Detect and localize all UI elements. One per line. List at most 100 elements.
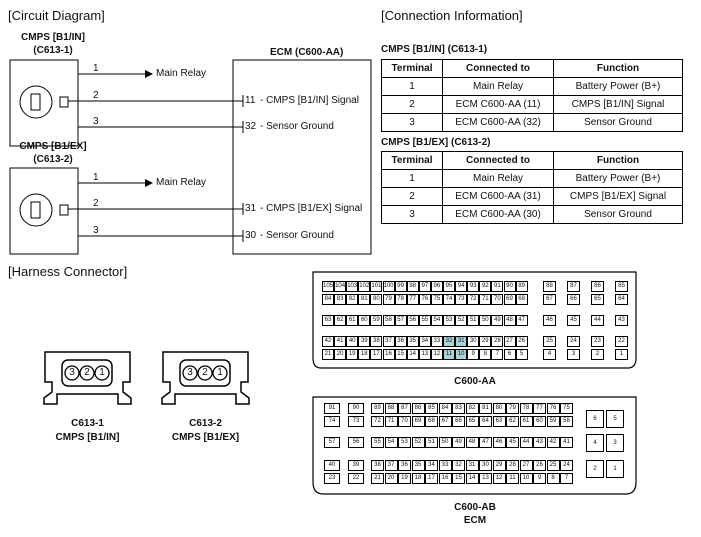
connector-pin: 77 [533,403,546,414]
connector-pin: 85 [615,281,628,292]
sensor-box-b1-in [9,59,79,147]
connector-pin: 29 [492,460,506,471]
connector-pin: 4 [543,349,556,360]
c613-1-name: C613-1 [71,418,104,429]
connector-pin: 73 [455,294,468,305]
sensor-symbol-top [19,85,53,119]
connector-pin: 46 [543,315,556,326]
connector-pin: 48 [503,315,516,326]
connector-pin: 63 [322,315,334,326]
c600-ab-label: C600-AB [454,502,496,513]
connection-table-b1-ex: Terminal Connected to Function 1 Main Re… [381,151,683,224]
connector-pin: 12 [492,473,506,484]
connector-pin: 53 [398,437,411,448]
connector-pin: 27 [519,460,533,471]
connector-pin: 67 [543,294,556,305]
connector-pin: 17 [425,473,438,484]
sensor-title-b1-in: CMPS [B1/IN] [21,32,85,43]
connector-pin: 27 [503,336,516,347]
connector-pin: 38 [370,336,383,347]
connector-pin: 14 [406,349,419,360]
connector-pin: 104 [334,281,347,292]
connector-pin: 4 [586,434,604,452]
connector-pin: 47 [515,315,528,326]
connector-pin: 91 [491,281,504,292]
connector-pin: 44 [591,315,604,326]
wire-bottom-pin-2: 2 [93,198,99,209]
c613-1-pin-2: 2 [84,367,90,378]
connector-pin: 20 [334,349,347,360]
connector-pin: 90 [503,281,516,292]
connector-pin: 72 [467,294,480,305]
table-cell: CMPS [B1/EX] Signal [553,187,683,206]
connector-pin: 105 [322,281,334,292]
connector-pin: 22 [615,336,628,347]
connector-pin: 56 [406,315,419,326]
connector-pin: 10 [519,473,533,484]
connector-pin: 42 [546,437,560,448]
table-cell: 2 [381,187,443,206]
connector-pin: 49 [452,437,465,448]
wire-top-ground-label: - Sensor Ground [260,121,334,132]
table-cell: ECM C600-AA (30) [442,205,554,224]
connector-pin: 83 [334,294,347,305]
connector-pin: 101 [370,281,383,292]
connector-pin: 34 [418,336,431,347]
connector-pin: 92 [479,281,492,292]
table-cell: Main Relay [442,169,554,188]
connector-pin: 82 [346,294,359,305]
connector-pin: 33 [430,336,443,347]
table-row: 3 ECM C600-AA (30) Sensor Ground [381,205,683,224]
connector-pin: 46 [492,437,506,448]
connector-pin: 50 [479,315,492,326]
sensor-title-b1-ex: CMPS [B1/EX] [19,141,87,152]
wire-top-pin-2: 2 [93,90,99,101]
wire-top-main-relay: Main Relay [156,68,207,79]
connector-pin: 25 [546,460,560,471]
connector-pin: 71 [479,294,492,305]
connector-pin: 87 [567,281,580,292]
connector-pin: 83 [452,403,465,414]
connector-pin: 43 [533,437,546,448]
connector-pin: 6 [503,349,516,360]
c613-2-pin-3: 3 [187,367,193,378]
connection-info-heading: [Connection Information] [381,8,523,23]
connector-pin: 61 [346,315,359,326]
table-cell: 1 [381,77,443,96]
connector-pin: 66 [567,294,580,305]
connector-pin: 21 [322,349,334,360]
connector-pin: 36 [398,460,411,471]
connector-pin: 7 [491,349,504,360]
wire-top-pin-1: 1 [93,63,99,74]
connector-pin: 24 [567,336,580,347]
connector-pin: 51 [425,437,438,448]
connector-pin: 41 [334,336,347,347]
table-row: 2 ECM C600-AA (31) CMPS [B1/EX] Signal [381,187,683,206]
connector-pin: 97 [418,281,431,292]
connector-pin: 74 [324,416,340,427]
table-cell: ECM C600-AA (31) [442,187,554,206]
connector-pin: 51 [467,315,480,326]
connector-pin: 40 [346,336,359,347]
connector-pin: 88 [384,403,398,414]
connector-pin: 16 [382,349,395,360]
connector-pin: 33 [438,460,452,471]
connector-pin: 21 [371,473,384,484]
connector-pin: 49 [491,315,504,326]
connector-pin: 1 [615,349,628,360]
connector-pin: 52 [411,437,425,448]
ecm-box [232,59,372,255]
connector-pin: 84 [438,403,452,414]
connector-pin: 86 [411,403,425,414]
connector-pin: 62 [334,315,347,326]
connector-pin: 76 [418,294,431,305]
connector-pin: 56 [348,437,364,448]
connector-pin: 84 [322,294,334,305]
connector-pin: 69 [411,416,425,427]
connector-pin: 5 [606,410,624,428]
connector-pin: 96 [430,281,443,292]
connector-pin: 68 [515,294,528,305]
connector-pin: 16 [438,473,452,484]
c613-2-name: C613-2 [189,418,222,429]
connector-pin: 63 [492,416,506,427]
